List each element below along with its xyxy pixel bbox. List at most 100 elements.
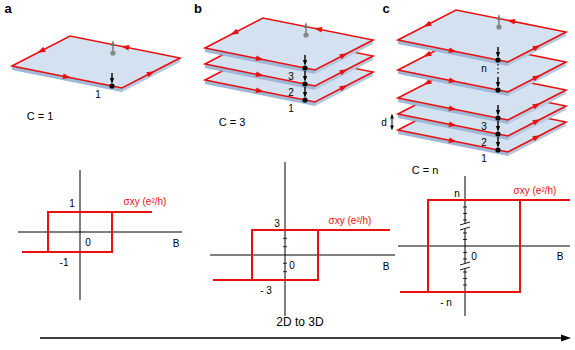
layer-top xyxy=(205,18,373,70)
moment-arrowhead xyxy=(496,126,500,132)
edge-state xyxy=(12,36,180,88)
edge-arrow xyxy=(449,121,458,128)
panel-letter: c xyxy=(382,2,389,16)
layer-top xyxy=(12,36,180,88)
axis-value: 1 xyxy=(69,198,75,209)
edge-arrow xyxy=(507,17,516,24)
layer-number: n xyxy=(481,63,487,74)
trend-arrow-line xyxy=(40,337,562,338)
edge-arrow xyxy=(36,47,46,56)
edge-arrow xyxy=(449,47,458,54)
edge-arrow xyxy=(532,43,542,52)
moment-dot xyxy=(302,97,307,102)
hysteresis-loop xyxy=(400,200,570,292)
axis-value: - 3 xyxy=(260,285,272,296)
axis-value: -1 xyxy=(60,257,69,268)
axis-tick xyxy=(463,233,467,234)
moment-arrowhead xyxy=(303,76,307,82)
edge-arrow xyxy=(121,43,130,50)
moment-dot xyxy=(302,65,307,70)
moment-arrowhead xyxy=(111,40,115,46)
axis-tick xyxy=(463,207,467,208)
layer-number: 1 xyxy=(288,103,294,114)
axis-tick xyxy=(463,252,467,253)
x-axis xyxy=(210,255,395,256)
y-axis xyxy=(285,162,286,316)
x-axis xyxy=(18,232,182,233)
spacing-arrowhead xyxy=(390,125,394,130)
axis-value: 0 xyxy=(289,260,295,271)
layer-stack xyxy=(12,36,180,92)
axis-value: 0 xyxy=(85,237,91,248)
axis-tick xyxy=(463,239,467,240)
chern-number: C = 3 xyxy=(219,116,246,128)
moment-arrowhead xyxy=(303,60,307,66)
axis-tick xyxy=(283,263,287,264)
edge-arrow xyxy=(449,137,458,144)
edge-arrow xyxy=(422,21,432,30)
axis-value: - n xyxy=(440,297,452,308)
moment-arrowhead xyxy=(496,82,500,88)
layer-number: 3 xyxy=(288,71,294,82)
layer-number: 2 xyxy=(288,87,294,98)
edge-arrow xyxy=(314,25,323,32)
chern-number: C = 1 xyxy=(27,110,54,122)
moment-dot xyxy=(110,50,115,55)
moment-arrowhead xyxy=(303,92,307,98)
edge-arrow xyxy=(339,83,349,92)
edge-arrow xyxy=(339,67,349,76)
y-axis xyxy=(80,170,81,300)
axis-tick xyxy=(463,259,467,260)
layer-stack xyxy=(390,10,566,156)
edge-arrow xyxy=(146,69,156,78)
edge-state xyxy=(205,18,373,70)
axis-break xyxy=(460,262,470,270)
edge-arrow xyxy=(449,105,458,112)
edge-arrow xyxy=(449,77,458,84)
layer-number: 3 xyxy=(481,121,487,132)
axis-tick xyxy=(463,220,467,221)
hall-plot xyxy=(398,176,570,316)
axis-tick xyxy=(283,246,287,247)
moment-arrowhead xyxy=(496,142,500,148)
trend-arrowhead xyxy=(561,335,571,342)
edge-arrow xyxy=(339,51,349,60)
axis-tick xyxy=(463,285,467,286)
trend-arrow xyxy=(40,335,571,342)
edge-arrow xyxy=(422,51,432,60)
axis-value: 0 xyxy=(471,251,477,262)
hysteresis-loop xyxy=(213,230,390,280)
moment-arrowhead xyxy=(304,22,308,28)
axis-title: B xyxy=(173,238,180,249)
edge-state xyxy=(398,10,566,62)
spacing-arrowhead xyxy=(390,113,394,118)
moment-dot xyxy=(495,57,500,62)
edge-arrow xyxy=(229,29,239,38)
layer-number: 2 xyxy=(481,137,487,148)
moment-dot xyxy=(303,32,308,37)
moment-dot xyxy=(109,83,114,88)
moment-arrowhead xyxy=(496,52,500,58)
x-axis xyxy=(398,246,570,247)
moment-dot xyxy=(302,81,307,86)
axis-value: n xyxy=(454,188,460,199)
moment-dot xyxy=(495,131,500,136)
moment-arrowhead xyxy=(110,78,114,84)
ellipsis-line xyxy=(497,64,498,76)
spacing-label: d xyxy=(381,117,387,128)
edge-arrow xyxy=(63,73,72,80)
edge-arrow xyxy=(532,73,542,82)
edge-arrow xyxy=(256,55,265,62)
axis-tick xyxy=(463,213,467,214)
axis-title: B xyxy=(383,261,390,272)
layer-number: 1 xyxy=(481,153,487,164)
edge-arrow xyxy=(532,133,542,142)
layer-top xyxy=(398,10,566,62)
panel-letter: a xyxy=(4,2,11,16)
edge-arrow xyxy=(532,117,542,126)
moment-arrowhead xyxy=(497,14,501,20)
chern-number: C = n xyxy=(412,164,439,176)
